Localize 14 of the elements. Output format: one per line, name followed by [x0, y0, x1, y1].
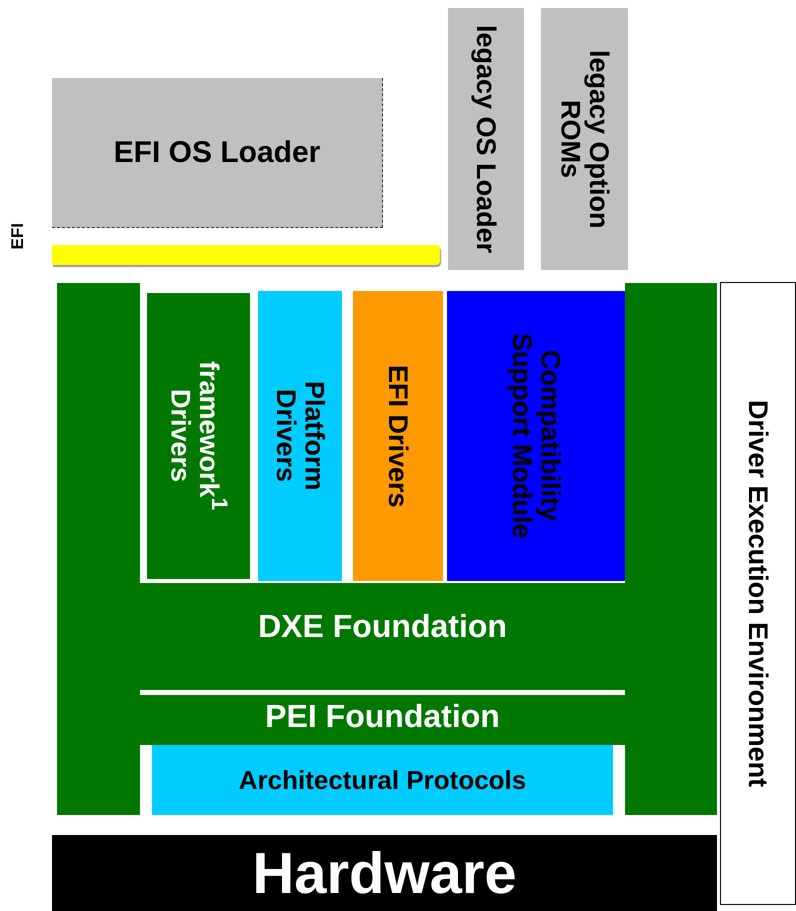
- layer-label: PEI Foundation: [264, 698, 501, 735]
- hardware-band: Hardware: [52, 835, 717, 911]
- module-box: Compatibility Support Module: [447, 291, 625, 581]
- loader-box: EFI OS Loader: [52, 78, 383, 228]
- driver-box: EFI Drivers: [353, 291, 443, 581]
- environment-box: Driver Execution Environment: [720, 282, 796, 905]
- layer-label: DXE Foundation: [257, 608, 508, 645]
- foundation-block: [57, 283, 717, 815]
- rom-box: legacy Option ROMs: [541, 8, 628, 270]
- loader-box: legacy OS Loader: [448, 8, 524, 270]
- side-label: EFI: [8, 223, 28, 250]
- driver-box: Platform Drivers: [258, 291, 342, 581]
- interface-bar: [52, 245, 440, 265]
- protocol-band: Architectural Protocols: [140, 745, 625, 815]
